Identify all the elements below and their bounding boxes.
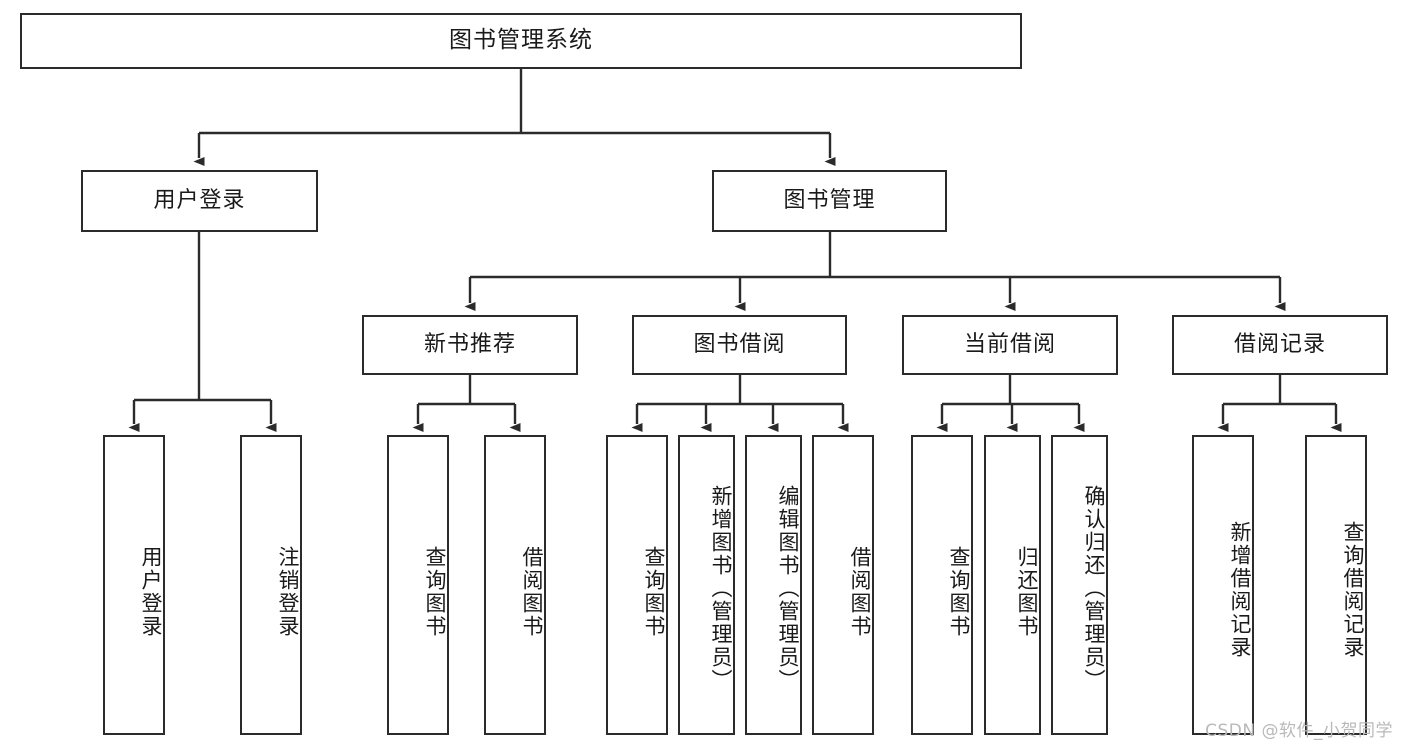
node-leaf-borrow-book-1-label: 借阅图书	[520, 546, 544, 638]
node-book-borrow[interactable]: 图书借阅	[632, 315, 847, 375]
node-root-label: 图书管理系统	[449, 27, 593, 54]
node-book-borrow-label: 图书借阅	[693, 332, 786, 358]
node-leaf-borrow-book-2[interactable]: 借阅图书	[812, 435, 874, 735]
node-leaf-edit-book-admin-label: 编辑图书（管理员）	[776, 484, 800, 692]
node-leaf-add-book-admin[interactable]: 新增图书（管理员）	[678, 435, 735, 735]
node-leaf-return-book-label: 归还图书	[1015, 546, 1039, 638]
node-leaf-query-borrow-record-label: 查询借阅记录	[1341, 521, 1365, 659]
node-leaf-query-book-2[interactable]: 查询图书	[606, 435, 668, 735]
node-leaf-logout[interactable]: 注销登录	[240, 435, 302, 735]
node-current-borrow[interactable]: 当前借阅	[902, 315, 1118, 375]
node-new-book-recommend-label: 新书推荐	[423, 332, 516, 358]
node-leaf-edit-book-admin[interactable]: 编辑图书（管理员）	[745, 435, 802, 735]
node-leaf-user-login[interactable]: 用户登录	[103, 435, 165, 735]
node-current-borrow-label: 当前借阅	[963, 332, 1056, 358]
csdn-watermark: CSDN @软件_小贺同学	[1205, 721, 1393, 741]
node-user-login-label: 用户登录	[153, 188, 246, 214]
node-borrow-record[interactable]: 借阅记录	[1172, 315, 1388, 375]
node-borrow-record-label: 借阅记录	[1233, 332, 1326, 358]
node-book-management[interactable]: 图书管理	[712, 170, 947, 232]
node-leaf-borrow-book-2-label: 借阅图书	[848, 546, 872, 638]
node-leaf-query-book-3-label: 查询图书	[947, 546, 971, 638]
node-book-management-label: 图书管理	[783, 188, 876, 214]
node-leaf-borrow-book-1[interactable]: 借阅图书	[484, 435, 546, 735]
node-leaf-add-book-admin-label: 新增图书（管理员）	[709, 484, 733, 692]
node-leaf-query-book-1[interactable]: 查询图书	[387, 435, 449, 735]
node-leaf-query-book-2-label: 查询图书	[642, 546, 666, 638]
node-leaf-confirm-return-admin-label: 确认归还（管理员）	[1082, 484, 1106, 692]
node-new-book-recommend[interactable]: 新书推荐	[362, 315, 578, 375]
node-leaf-return-book[interactable]: 归还图书	[984, 435, 1041, 735]
node-root[interactable]: 图书管理系统	[20, 13, 1022, 69]
node-leaf-query-book-3[interactable]: 查询图书	[911, 435, 973, 735]
node-user-login[interactable]: 用户登录	[81, 170, 318, 232]
node-leaf-query-book-1-label: 查询图书	[423, 546, 447, 638]
node-leaf-add-borrow-record-label: 新增借阅记录	[1228, 521, 1252, 659]
node-leaf-user-login-label: 用户登录	[139, 546, 163, 638]
node-leaf-logout-label: 注销登录	[276, 546, 300, 638]
node-leaf-confirm-return-admin[interactable]: 确认归还（管理员）	[1051, 435, 1108, 735]
node-leaf-query-borrow-record[interactable]: 查询借阅记录	[1305, 435, 1367, 735]
node-leaf-add-borrow-record[interactable]: 新增借阅记录	[1192, 435, 1254, 735]
